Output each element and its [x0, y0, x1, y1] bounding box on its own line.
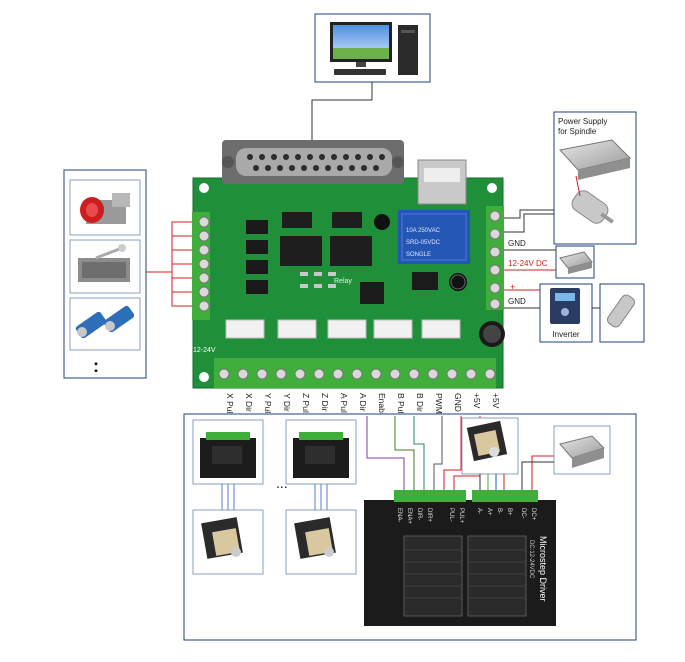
driver-psu-wire-red — [531, 455, 554, 496]
driver-psu-icon — [559, 435, 605, 468]
terminal-label-y-pul: Y Pul — [263, 393, 273, 413]
inverter-spindle-icon — [606, 294, 636, 328]
limit-switch-icon — [78, 244, 130, 282]
driver-title: Microstep Driver — [538, 536, 548, 602]
driver-motor-wires-2 — [314, 484, 328, 510]
terminal-label-x-pul: X Pul — [225, 393, 235, 413]
relay-silk-label: Relay — [334, 278, 352, 285]
driver-input-ena-plus: ENA+ — [406, 508, 412, 524]
driver-output-a-plus: A+ — [486, 508, 492, 516]
spindle-wire-red — [575, 175, 581, 197]
driver-output-dc-minus: DC- — [520, 508, 526, 519]
spindle-motor-icon — [571, 190, 614, 224]
plus-label: + — [510, 282, 515, 292]
driver-input-dir-minus: DIR- — [416, 508, 422, 520]
microstep-driver — [364, 490, 556, 626]
driver-psu-wire-black — [521, 461, 554, 496]
dc-supply-label: 12-24V DC — [508, 259, 548, 268]
breakout-board: 10A 250VAC SRD-05VDC SONGLE Relay — [192, 140, 505, 389]
driver-output-b-plus: B+ — [506, 508, 512, 516]
board-psu-icon — [559, 251, 593, 274]
big-stepper-motor-icon — [466, 420, 508, 462]
sensor-ellipsis: : — [93, 356, 99, 376]
terminal-label-b-dir: B Dir — [415, 393, 425, 412]
driver-input-pul-plus: PUL+ — [458, 508, 464, 524]
stepper-driver-icon-2 — [293, 432, 349, 478]
emergency-stop-icon — [80, 193, 130, 224]
terminal-label-x-dir: X Dir — [244, 393, 254, 412]
driver-dc-rating: DC:12-24VDC — [528, 540, 534, 579]
pc-cable-route — [311, 99, 372, 148]
driver-input-ena-minus: ENA- — [396, 508, 402, 522]
driver-input-dir-plus: DIR+ — [426, 508, 432, 522]
gnd-bottom-label: GND — [508, 297, 526, 306]
driver-output-b-minus: B- — [496, 508, 502, 514]
spindle-psu-icon — [559, 139, 631, 180]
terminal-label-pwm: PWM — [434, 393, 444, 414]
spindle-wire-to-board-2 — [504, 213, 554, 233]
terminal-label-z-pul: Z Pul — [301, 393, 311, 413]
terminal-label-enable: Enabl — [377, 393, 387, 415]
spindle-wire-to-board — [504, 209, 554, 219]
stepper-motor-icon-2 — [294, 517, 336, 559]
inverter-icon — [550, 288, 580, 324]
terminal-label-b-pul: B Pul — [396, 393, 406, 413]
svg-text:SONGLE: SONGLE — [406, 252, 431, 258]
sensor-wires — [146, 221, 198, 307]
terminal-label-a-pul: A Pul — [339, 393, 349, 413]
terminal-labels: X Pul X Dir Y Pul Y Dir Z Pul Z Dir A Pu… — [225, 393, 501, 415]
psu-label-line2: for Spindle — [558, 127, 597, 136]
terminal-label-5v-a: +5V — [472, 393, 482, 409]
driver-motor-wires-1 — [221, 484, 235, 510]
terminal-label-z-dir: Z Dir — [320, 393, 330, 412]
svg-text:10A 250VAC: 10A 250VAC — [406, 228, 441, 234]
gnd-top-label: GND — [508, 239, 526, 248]
driver-ellipsis: ... — [276, 475, 288, 491]
terminal-label-a-dir: A Dir — [358, 393, 368, 412]
board-power-label: 12-24V — [193, 347, 216, 354]
driver-wiring-frame — [183, 413, 637, 641]
proximity-sensor-icon — [75, 305, 135, 339]
terminal-label-gnd: GND — [453, 393, 463, 412]
svg-text:SRD-05VDC: SRD-05VDC — [406, 240, 441, 246]
driver-output-dc-plus: DC+ — [530, 508, 536, 521]
terminal-label-5v-b: +5V — [491, 393, 501, 409]
driver-input-labels: ENA- ENA+ DIR- DIR+ PUL- PUL+ — [396, 508, 464, 524]
driver-input-pul-minus: PUL- — [448, 508, 454, 522]
terminal-label-y-dir: Y Dir — [282, 393, 292, 412]
psu-label-line1: Power Supply — [558, 117, 607, 126]
inverter-label: Inverter — [552, 330, 579, 339]
driver-output-a-minus: A- — [476, 508, 482, 514]
computer-icon — [330, 22, 418, 75]
stepper-motor-icon-1 — [201, 517, 243, 559]
stepper-driver-icon-1 — [200, 432, 256, 478]
driver-output-labels: A- A+ B- B+ DC- DC+ — [476, 508, 536, 521]
